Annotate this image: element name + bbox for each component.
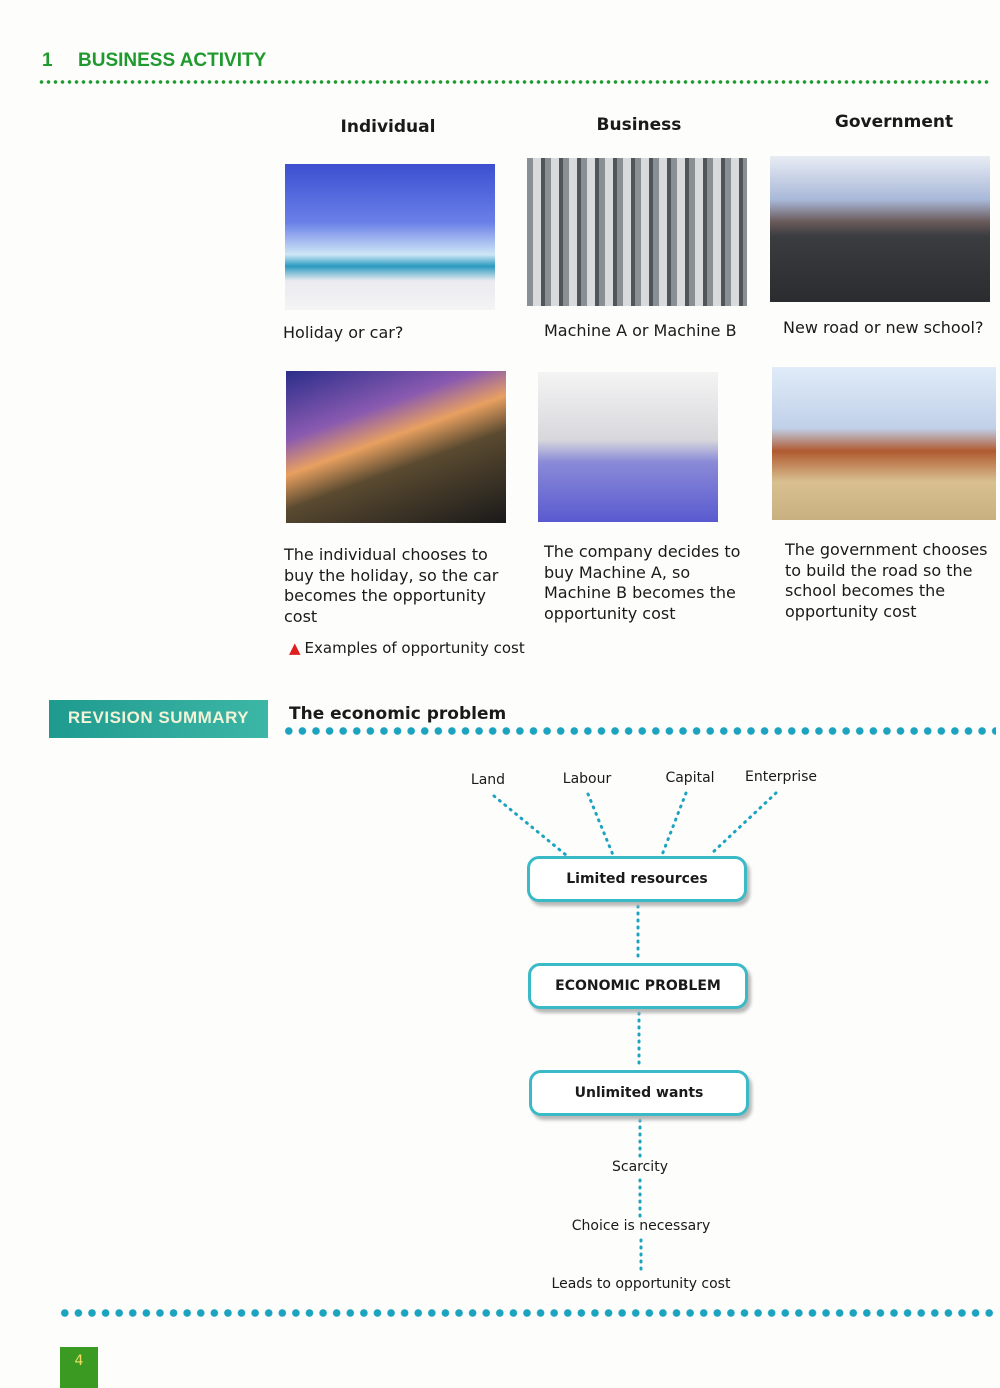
resource-labour: Labour [562,771,612,787]
connector-labour [586,792,615,857]
connector-land [492,794,568,857]
chain-opportunity-cost: Leads to opportunity cost [551,1276,731,1292]
caption-individual-question: Holiday or car? [283,323,404,342]
caption-government-question: New road or new school? [783,318,984,337]
triangle-icon: ▲ [289,639,301,657]
road-photo [770,156,990,302]
beach-holiday-photo [285,164,495,310]
school-building-photo [772,367,996,520]
figure-caption-text: Examples of opportunity cost [304,639,525,657]
divider [38,80,990,84]
resource-capital: Capital [665,770,715,786]
explanation-government: The government chooses to build the road… [785,540,988,621]
factory-machinery-photo [527,158,747,306]
chain-choice: Choice is necessary [571,1218,711,1234]
explanation-business: The company decides to buy Machine A, so… [544,542,741,623]
resource-land: Land [470,772,506,788]
box-unlimited-wants: Unlimited wants [529,1070,749,1116]
revision-summary-badge: REVISION SUMMARY [49,700,268,738]
page-number: 4 [60,1347,98,1388]
divider [58,1308,998,1318]
chapter-title: BUSINESS ACTIVITY [78,50,267,71]
lathe-machine-photo [538,372,718,522]
explanation-individual: The individual chooses to buy the holida… [284,545,499,626]
caption-business-question: Machine A or Machine B [544,321,737,340]
column-heading-business: Business [596,115,682,135]
chapter-number: 1 [42,50,53,71]
car-photo [286,371,506,523]
resource-enterprise: Enterprise [744,769,818,785]
divider [282,726,996,736]
column-heading-individual: Individual [340,117,436,137]
revision-title: The economic problem [289,704,507,724]
connector-capital [660,791,688,857]
box-economic-problem: ECONOMIC PROBLEM [528,963,748,1009]
chain-scarcity: Scarcity [612,1159,668,1175]
box-limited-resources: Limited resources [527,856,747,902]
connector-enterprise [708,791,778,857]
figure-caption: ▲Examples of opportunity cost [289,639,525,657]
column-heading-government: Government [834,112,954,132]
chapter-heading: 1 BUSINESS ACTIVITY [42,50,266,72]
